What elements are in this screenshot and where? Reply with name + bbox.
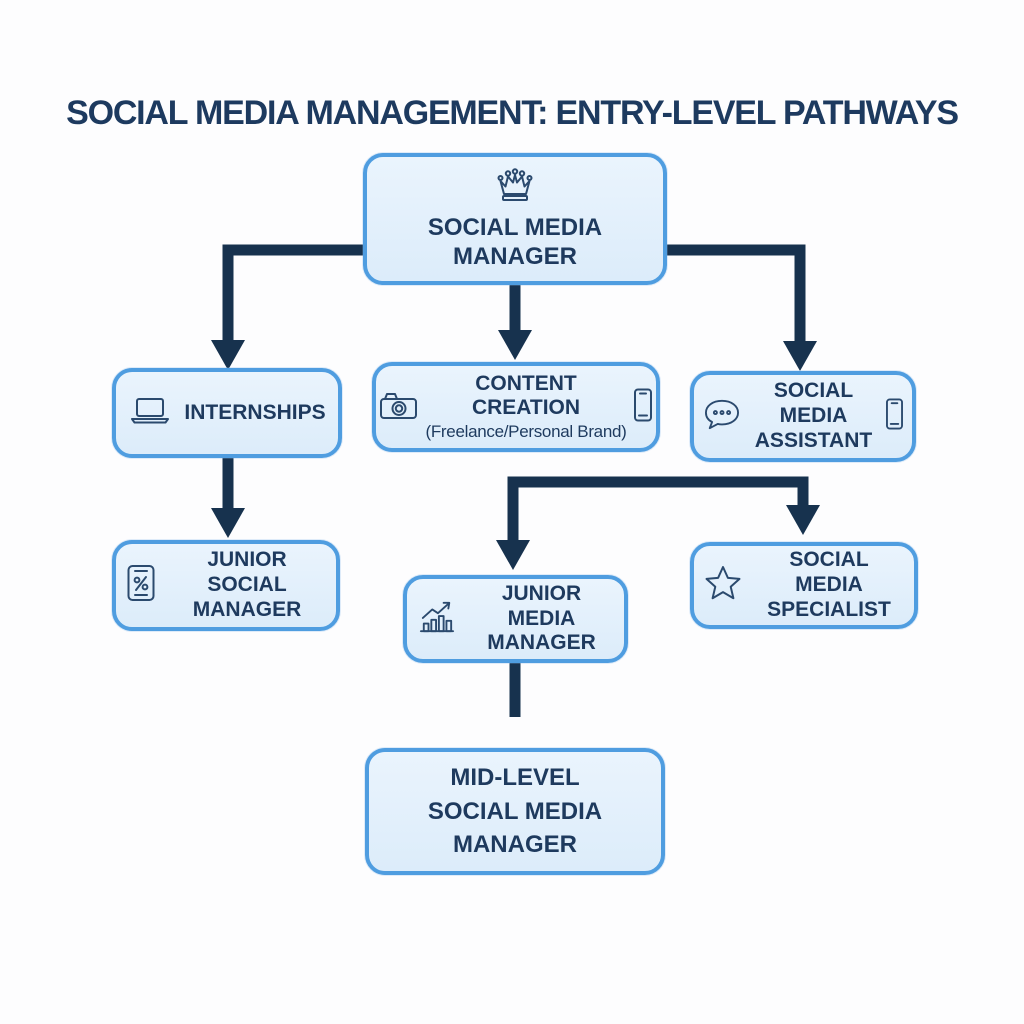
camera-icon (379, 390, 419, 425)
smartphone-icon (633, 388, 653, 427)
node-label: SOCIAL MEDIA (427, 214, 603, 242)
node-label: JUNIOR MEDIA (501, 581, 582, 630)
connector-branch-to-junior-media-and-specialist (507, 476, 809, 544)
node-label: SOCIAL MEDIA (427, 797, 603, 825)
smartphone-icon (885, 398, 904, 435)
node-label: JUNIOR SOCIAL (207, 548, 287, 597)
arrowhead-junior-social (211, 508, 245, 538)
node-content-creation: CONTENT CREATION (Freelance/Personal Bra… (372, 362, 660, 452)
crown-icon (491, 167, 539, 208)
node-social-media-manager: SOCIAL MEDIA MANAGER (363, 153, 667, 285)
node-social-media-assistant: SOCIAL MEDIA ASSISTANT (690, 371, 916, 462)
node-label: ASSISTANT (754, 428, 873, 452)
arrowhead-assistant (783, 341, 817, 371)
node-internships: INTERNSHIPS (112, 368, 342, 458)
node-label: SOCIAL MEDIA (789, 548, 869, 597)
node-label: MANAGER (487, 631, 596, 655)
tablet-icon (126, 564, 156, 607)
node-label: INTERNSHIPS (184, 401, 326, 424)
node-label: MANAGER (452, 242, 577, 270)
node-mid-level-social-media-manager: MID-LEVEL SOCIAL MEDIA MANAGER (365, 748, 665, 875)
arrowhead-content-creation (498, 330, 532, 360)
growth-chart-icon (417, 600, 457, 639)
connector-manager-to-internships (222, 244, 370, 342)
node-label: MANAGER (452, 831, 577, 859)
node-label: SPECIALIST (767, 597, 891, 621)
node-label: MANAGER (192, 597, 302, 621)
chat-bubble-icon (702, 397, 742, 436)
node-social-media-specialist: SOCIAL MEDIA SPECIALIST (690, 542, 918, 629)
node-junior-media-manager: JUNIOR MEDIA MANAGER (403, 575, 628, 663)
node-label: CONTENT CREATION (471, 371, 581, 420)
page-title: SOCIAL MEDIA MANAGEMENT: ENTRY-LEVEL PAT… (66, 94, 959, 132)
node-label: MID-LEVEL (450, 764, 580, 792)
laptop-icon (128, 396, 172, 431)
star-icon (704, 565, 742, 606)
node-sublabel: (Freelance/Personal Brand) (425, 422, 627, 442)
node-junior-social-manager: JUNIOR SOCIAL MANAGER (112, 540, 340, 631)
arrowhead-junior-media (496, 540, 530, 570)
arrowhead-specialist (786, 505, 820, 535)
connector-manager-to-assistant (660, 244, 806, 343)
arrowhead-internships (211, 340, 245, 370)
node-label: SOCIAL MEDIA (773, 379, 854, 428)
